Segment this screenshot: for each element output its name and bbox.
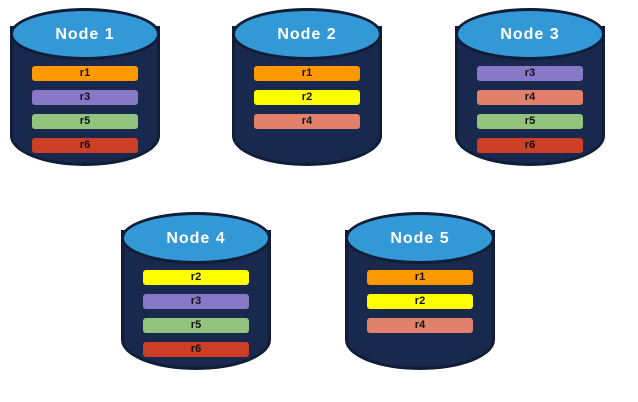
record-bar[interactable]: r5 [143,318,249,333]
node-label: Node 1 [55,26,115,43]
record-label: r6 [524,139,536,151]
record-bar[interactable]: r2 [143,270,249,285]
record-bar[interactable]: r6 [477,138,583,153]
record-bar[interactable]: r2 [254,90,360,105]
cylinder-top-ellipse: Node 5 [345,212,495,264]
record-bar[interactable]: r2 [367,294,473,309]
database-node-cylinder[interactable]: Node 5 r1 r2 r4 [345,212,495,388]
record-label: r1 [79,67,91,79]
record-bar[interactable]: r4 [477,90,583,105]
record-label: r1 [301,67,313,79]
cylinder-top-ellipse: Node 3 [455,8,605,60]
record-label: r3 [190,295,202,307]
record-bar[interactable]: r1 [367,270,473,285]
record-label: r1 [414,271,426,283]
cylinder-top-ellipse: Node 4 [121,212,271,264]
record-bar[interactable]: r4 [367,318,473,333]
record-label: r4 [524,91,536,103]
record-bar[interactable]: r6 [32,138,138,153]
record-label: r2 [414,295,426,307]
record-list: r2 r3 r5 r6 [143,270,249,357]
database-node-cylinder[interactable]: Node 1 r1 r3 r5 r6 [10,8,160,184]
database-node-cylinder[interactable]: Node 2 r1 r2 r4 [232,8,382,184]
record-label: r2 [190,271,202,283]
cylinder-top-ellipse: Node 1 [10,8,160,60]
node-label: Node 3 [500,26,560,43]
record-label: r5 [190,319,202,331]
cylinder-top-ellipse: Node 2 [232,8,382,60]
database-node-cylinder[interactable]: Node 3 r3 r4 r5 r6 [455,8,605,184]
record-list: r3 r4 r5 r6 [477,66,583,153]
record-bar[interactable]: r4 [254,114,360,129]
record-label: r6 [79,139,91,151]
record-bar[interactable]: r3 [143,294,249,309]
record-label: r3 [79,91,91,103]
record-bar[interactable]: r6 [143,342,249,357]
record-bar[interactable]: r3 [32,90,138,105]
node-label: Node 5 [390,230,450,247]
record-bar[interactable]: r5 [32,114,138,129]
record-label: r3 [524,67,536,79]
record-list: r1 r2 r4 [254,66,360,129]
record-bar[interactable]: r1 [32,66,138,81]
record-label: r5 [524,115,536,127]
record-label: r2 [301,91,313,103]
record-bar[interactable]: r5 [477,114,583,129]
record-label: r4 [414,319,426,331]
record-bar[interactable]: r1 [254,66,360,81]
database-node-cylinder[interactable]: Node 4 r2 r3 r5 r6 [121,212,271,388]
record-label: r4 [301,115,313,127]
record-list: r1 r3 r5 r6 [32,66,138,153]
record-list: r1 r2 r4 [367,270,473,333]
node-label: Node 2 [277,26,337,43]
record-label: r6 [190,343,202,355]
node-label: Node 4 [166,230,226,247]
record-bar[interactable]: r3 [477,66,583,81]
record-label: r5 [79,115,91,127]
